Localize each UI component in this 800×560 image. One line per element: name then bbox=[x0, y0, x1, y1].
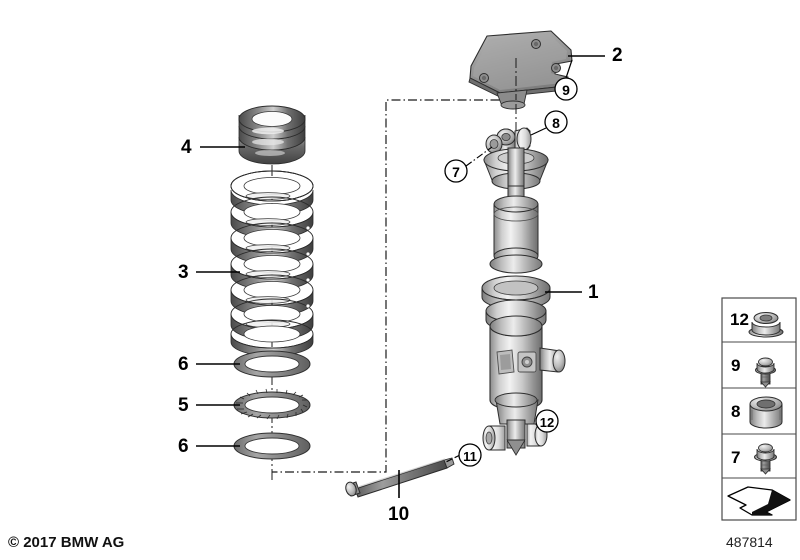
callout-9-label: 9 bbox=[562, 82, 570, 98]
part-6-washer-lower bbox=[233, 432, 311, 460]
assembly-path bbox=[272, 99, 516, 473]
callout-label-3: 3 bbox=[178, 262, 189, 283]
part-3-coil-spring bbox=[230, 170, 314, 357]
callout-12: 12 bbox=[535, 409, 559, 433]
legend-number-8: 8 bbox=[731, 402, 740, 421]
callout-11-label: 11 bbox=[463, 449, 477, 464]
part-2-mounting-bracket bbox=[468, 30, 573, 110]
callout-8-label: 8 bbox=[552, 115, 560, 131]
legend-item-12 bbox=[748, 312, 784, 338]
callout-7-label: 7 bbox=[452, 164, 460, 180]
part-1-shock-absorber bbox=[481, 147, 566, 456]
callout-7: 7 bbox=[444, 159, 468, 183]
callout-label-6-upper: 6 bbox=[178, 354, 189, 375]
legend-item-arrow bbox=[727, 486, 791, 516]
callout-8: 8 bbox=[544, 110, 568, 134]
legend-item-8 bbox=[749, 396, 783, 429]
part-10-through-bolt bbox=[345, 457, 455, 498]
callout-label-5: 5 bbox=[178, 395, 189, 416]
legend-item-9 bbox=[755, 357, 776, 388]
legend-number-12: 12 bbox=[730, 310, 749, 329]
callout-label-10: 10 bbox=[388, 504, 410, 525]
legend-number-9: 9 bbox=[731, 356, 740, 375]
copyright-notice: © 2017 BMW AG bbox=[8, 534, 125, 551]
callout-9: 9 bbox=[554, 77, 578, 101]
callout-label-4: 4 bbox=[181, 137, 192, 158]
circled-callouts: 9 8 7 11 12 bbox=[444, 77, 578, 467]
leader-lines bbox=[196, 55, 605, 498]
callout-label-2: 2 bbox=[612, 45, 623, 66]
legend-numbers: 12 9 8 7 bbox=[730, 310, 749, 467]
part-11-12-lower-bushing bbox=[482, 423, 548, 451]
callout-label-1: 1 bbox=[588, 282, 599, 303]
legend-number-7: 7 bbox=[731, 448, 740, 467]
callout-label-6-lower: 6 bbox=[178, 436, 189, 457]
legend-box bbox=[721, 297, 797, 521]
circled-leader-lines bbox=[445, 59, 573, 463]
part-5-serrated-washer bbox=[233, 388, 311, 420]
legend-item-7 bbox=[754, 443, 777, 475]
callout-11: 11 bbox=[458, 443, 482, 467]
part-6-washer-upper bbox=[233, 350, 311, 378]
callout-12-label: 12 bbox=[540, 415, 554, 430]
part-4-spring-pad bbox=[238, 105, 306, 165]
diagram-part-number: 487814 bbox=[726, 534, 773, 550]
